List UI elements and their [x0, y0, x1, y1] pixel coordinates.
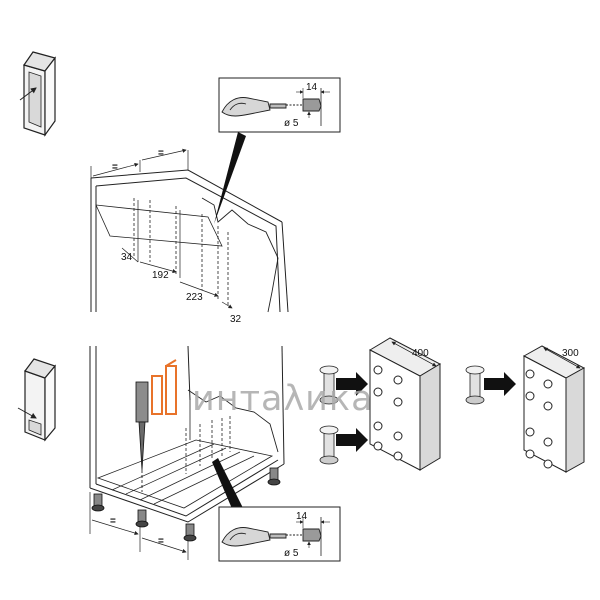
drill-depth-lower: 14	[296, 511, 308, 522]
arrow-right-icon	[484, 372, 516, 396]
detail-pointer-lower	[212, 458, 246, 518]
equal-mark-lower-left: =	[110, 516, 116, 527]
connector-part-400-top	[319, 365, 339, 405]
dimension-192: 192	[152, 270, 169, 281]
fitting-panel-300	[522, 345, 586, 473]
equal-mark-upper-right: =	[158, 148, 164, 159]
dimension-223: 223	[186, 292, 203, 303]
fitting-panel-400	[368, 337, 442, 471]
equal-mark-lower-right: =	[158, 536, 164, 547]
connector-part-300	[465, 365, 485, 405]
dimension-32: 32	[230, 314, 242, 325]
drill-diameter-upper: ø 5	[284, 118, 299, 129]
cabinet-feet	[91, 467, 281, 542]
connector-part-400-bottom	[319, 425, 339, 465]
drill-detail-lower: 14 ø 5	[218, 506, 341, 562]
detail-pointer-upper	[214, 132, 246, 224]
upper-cabinet-drawing	[90, 148, 289, 313]
cabinet-icon-top	[19, 51, 57, 137]
equal-mark-upper-left: =	[112, 162, 118, 173]
lower-cabinet-drawing	[89, 345, 285, 560]
drill-diameter-lower: ø 5	[284, 548, 299, 559]
watermark-text: интаλика	[192, 379, 374, 419]
arrow-right-icon	[336, 428, 368, 452]
dimension-34: 34	[121, 252, 133, 263]
drill-bit	[135, 381, 149, 492]
fitting-depth-400: 400	[412, 348, 429, 359]
fitting-depth-300: 300	[562, 348, 579, 359]
drill-detail-upper: 14 ø 5	[218, 77, 341, 133]
watermark-logo: интаλика	[151, 359, 374, 419]
arrow-right-icon	[336, 372, 368, 396]
drill-depth-upper: 14	[306, 82, 318, 93]
cabinet-icon-bottom	[17, 358, 57, 442]
